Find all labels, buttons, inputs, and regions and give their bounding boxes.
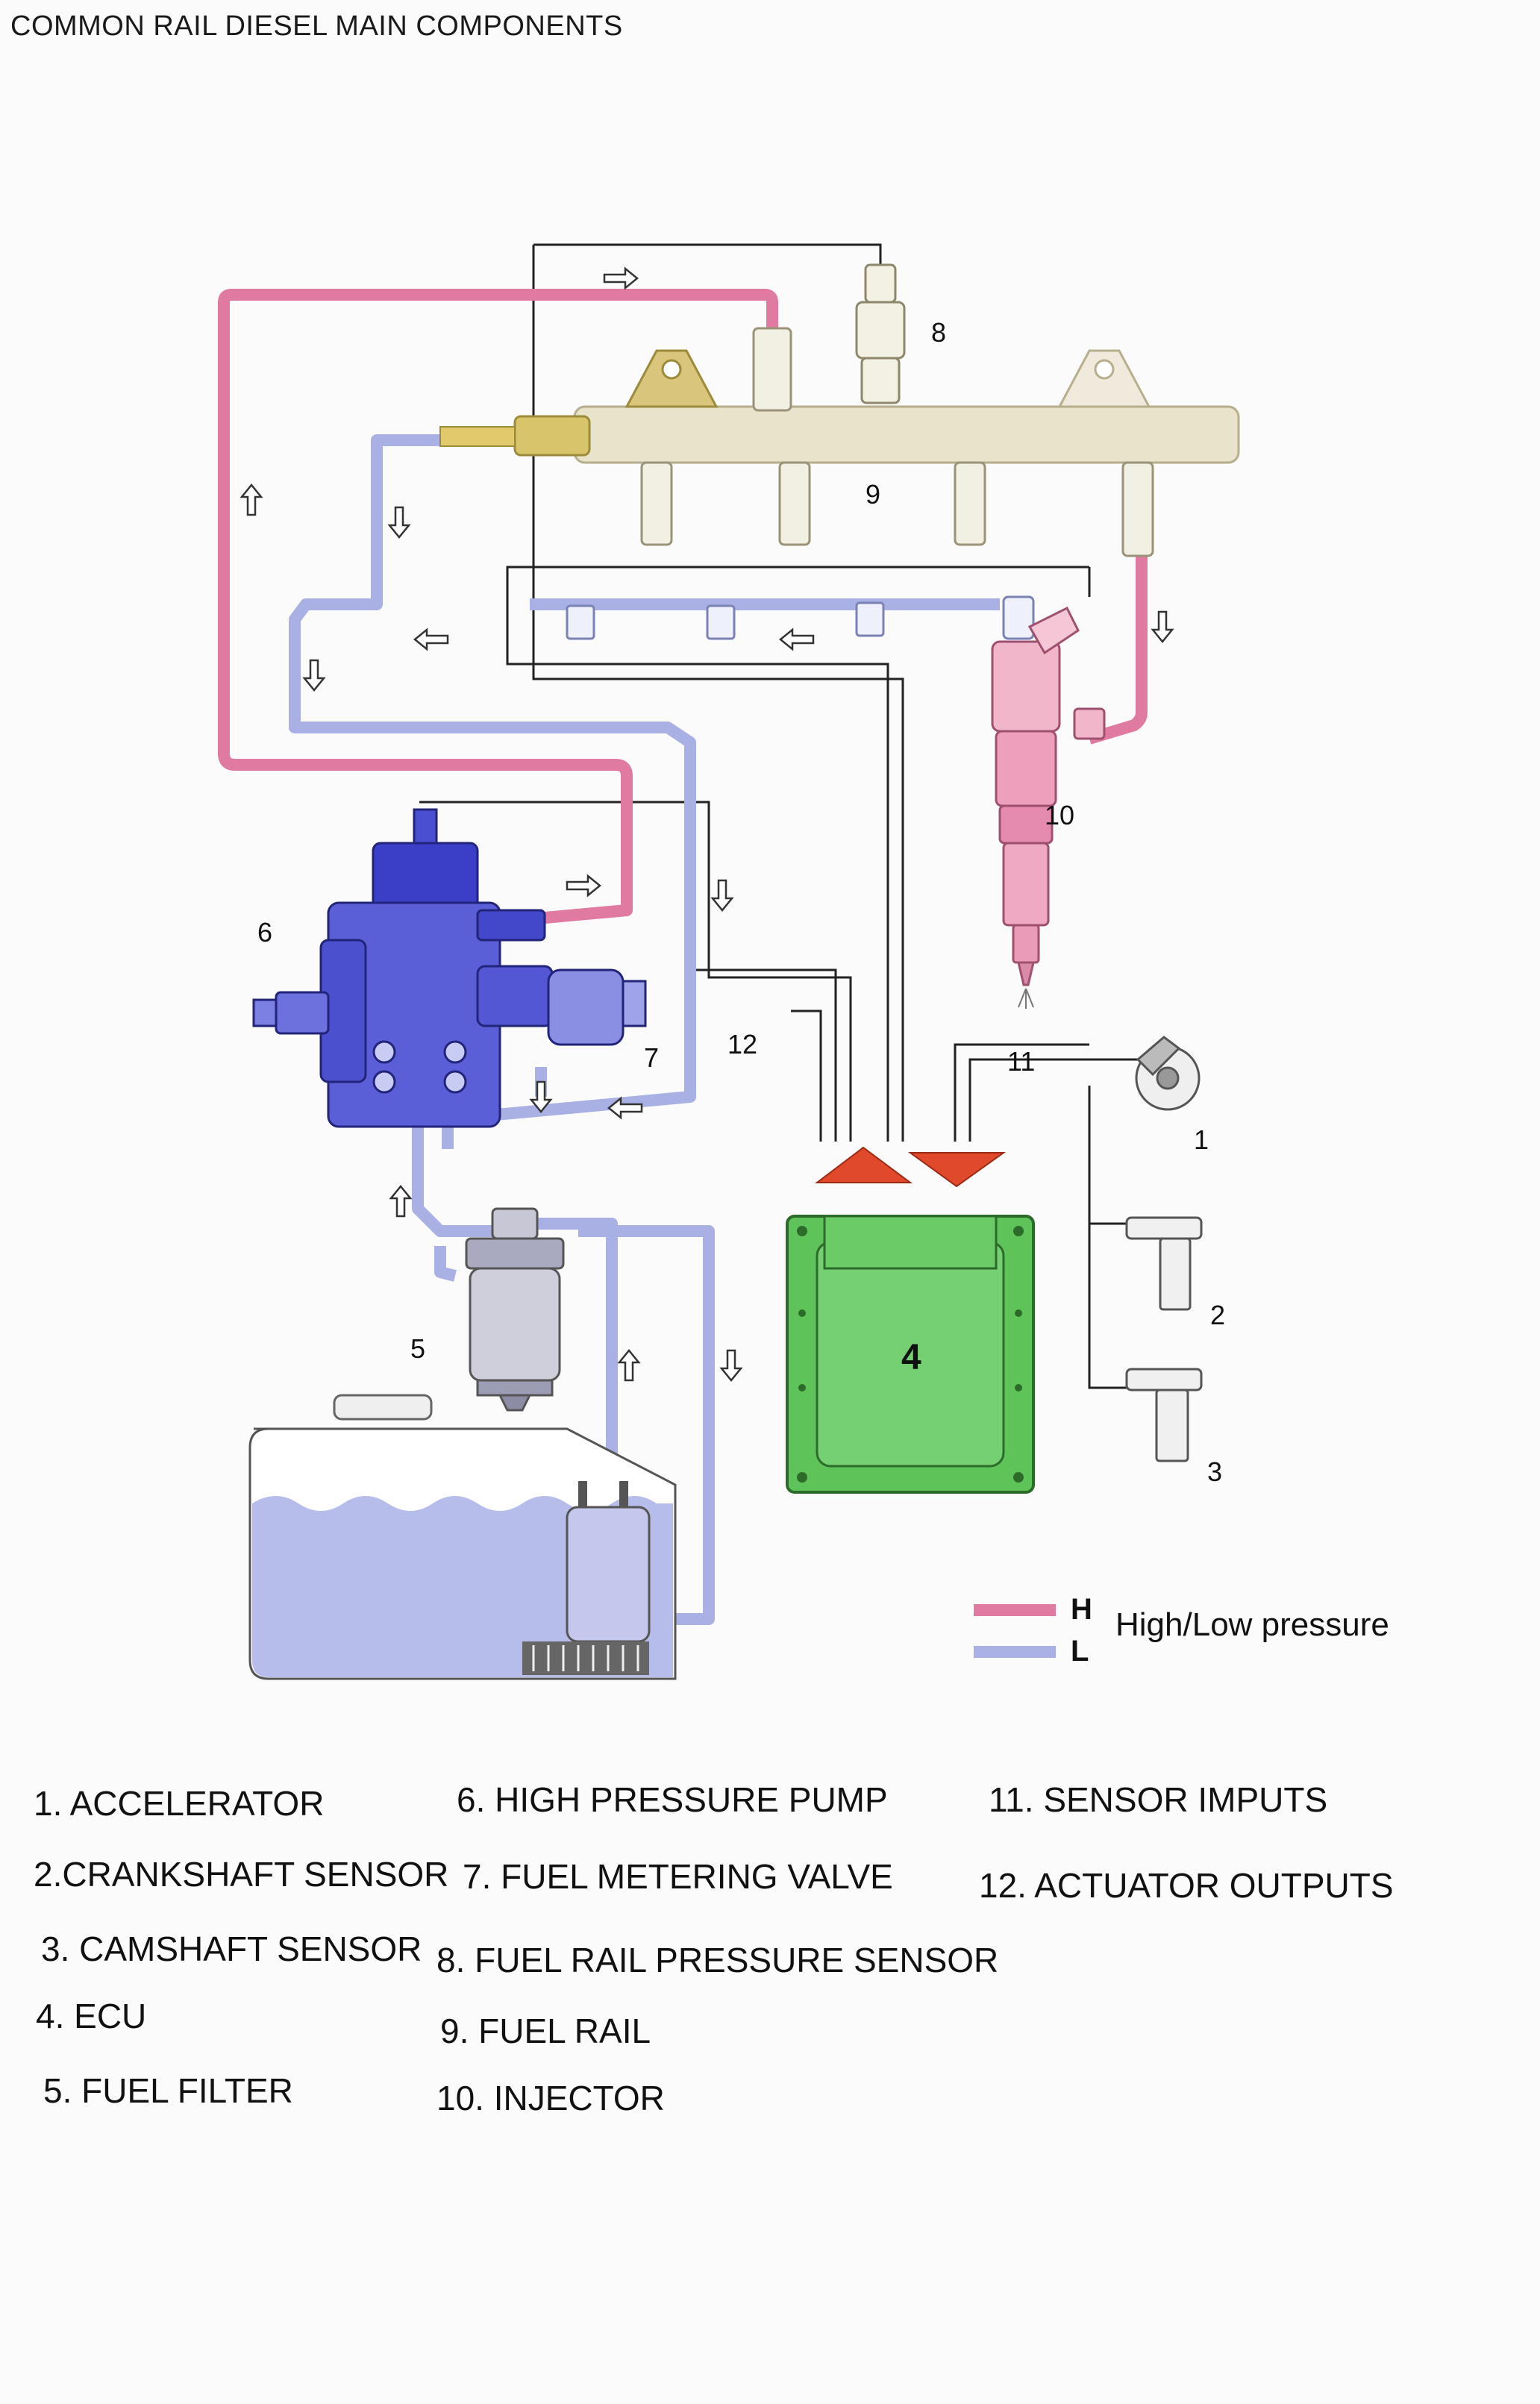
legend-high-letter: H	[1071, 1593, 1092, 1626]
legend-low-swatch	[974, 1646, 1056, 1658]
legend-low-letter: L	[1071, 1635, 1089, 1668]
callout-numbers: 1 2 3 4 5 6 7 8 9 10 11 12	[257, 317, 1225, 1487]
callout-8: 8	[931, 317, 946, 348]
accelerator-pedal	[1135, 1036, 1201, 1111]
callout-7: 7	[644, 1042, 659, 1073]
ecu	[786, 1215, 1035, 1494]
callout-5: 5	[410, 1333, 425, 1364]
injector-spray	[1018, 988, 1034, 1009]
signal-wires	[419, 243, 1164, 1389]
pressure-legend: H L High/Low pressure	[974, 1593, 1389, 1668]
high-pressure-lines	[218, 289, 1148, 924]
fuel-rail	[439, 327, 1240, 557]
rail-pressure-sensor	[855, 263, 906, 404]
callout-1: 1	[1194, 1124, 1209, 1155]
callout-12: 12	[727, 1029, 757, 1059]
legend-high-swatch	[974, 1604, 1056, 1616]
fuel-tank	[248, 1394, 677, 1680]
high-pressure-pump	[252, 808, 647, 1128]
callout-10: 10	[1045, 800, 1074, 830]
ecu-signal-arrows	[815, 1146, 1007, 1188]
callout-6: 6	[257, 917, 272, 948]
legend-label: High/Low pressure	[1115, 1606, 1389, 1643]
crankshaft-sensor	[1125, 1216, 1203, 1311]
callout-2: 2	[1210, 1300, 1225, 1330]
injector	[991, 606, 1106, 986]
camshaft-sensor	[1125, 1368, 1203, 1462]
return-manifold	[566, 595, 1035, 640]
callout-11: 11	[1007, 1046, 1035, 1077]
callout-4: 4	[901, 1338, 921, 1377]
callout-9: 9	[866, 479, 880, 510]
page-title: COMMON RAIL DIESEL MAIN COMPONENTS	[10, 10, 623, 42]
flow-arrows	[240, 266, 1174, 1382]
fuel-filter	[465, 1207, 565, 1412]
callout-3: 3	[1207, 1456, 1222, 1487]
